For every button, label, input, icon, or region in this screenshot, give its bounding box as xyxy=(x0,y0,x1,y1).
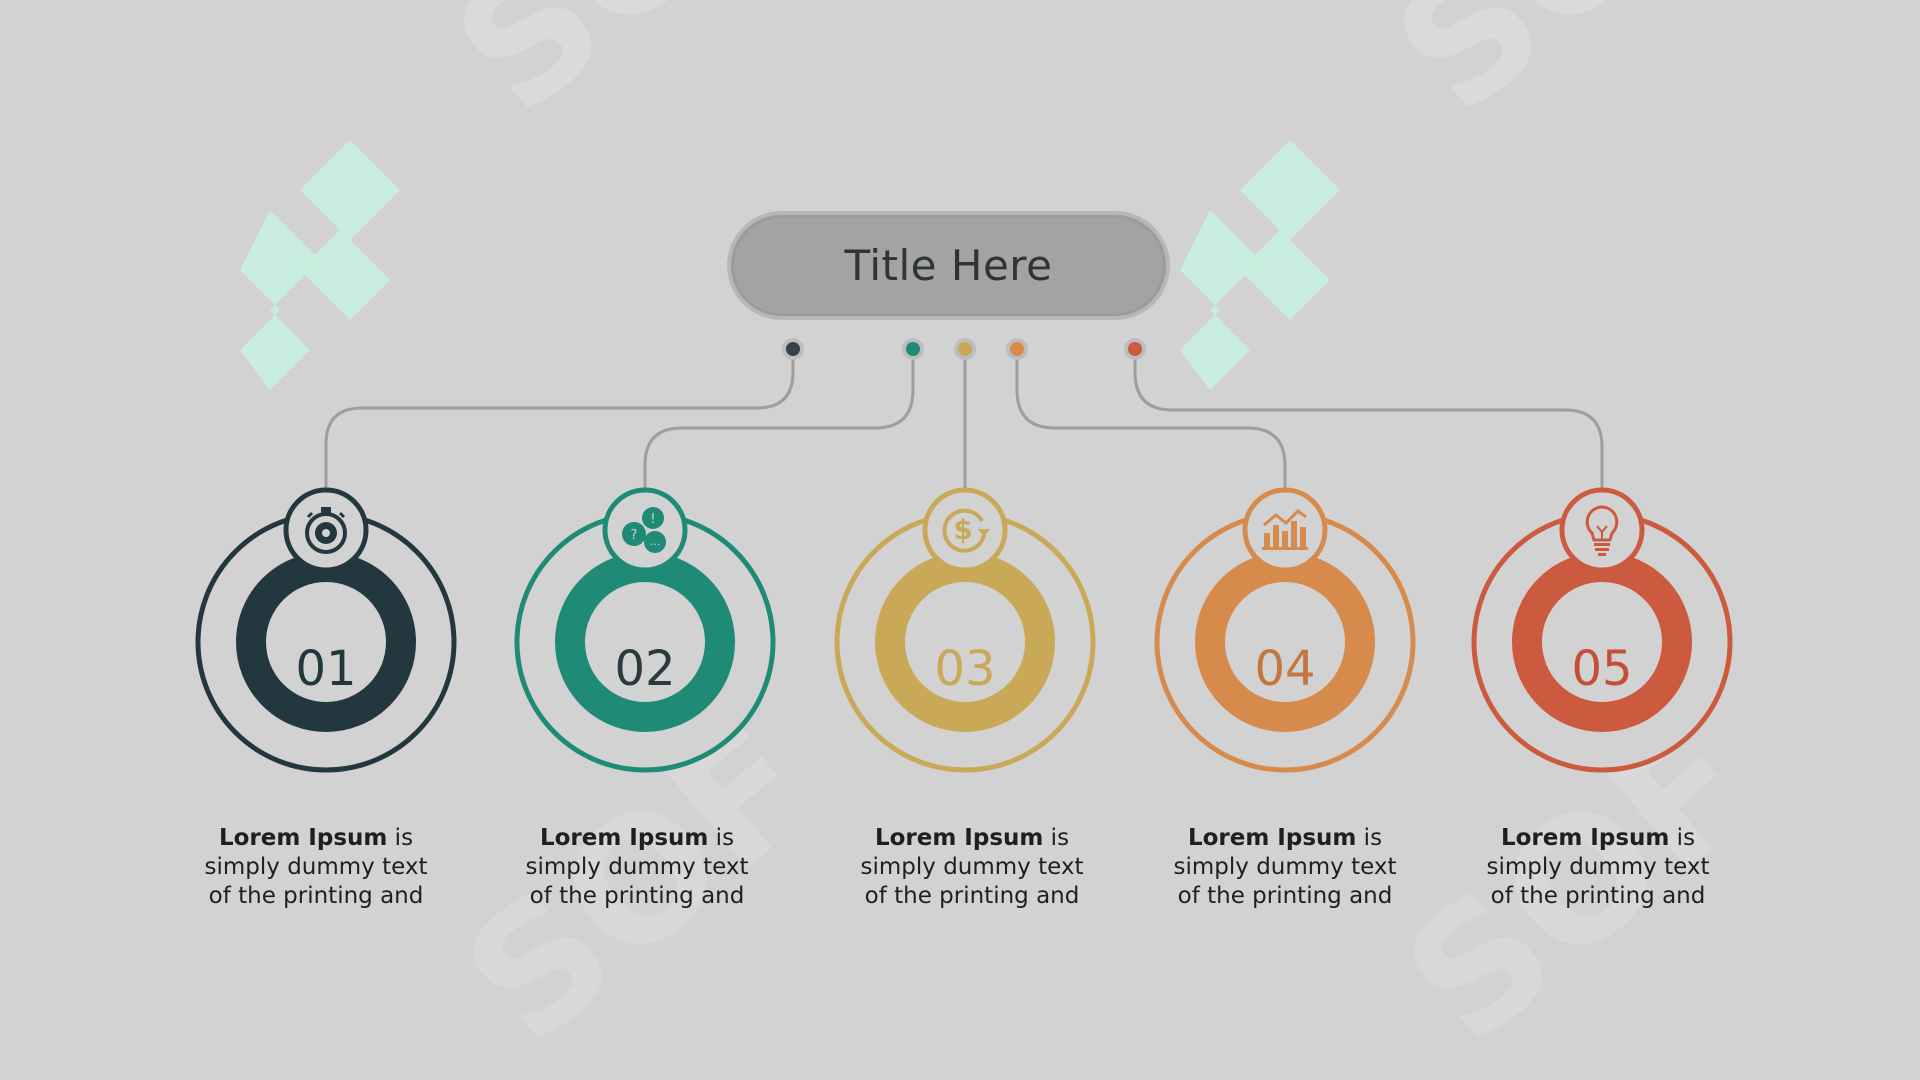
step-05-ring xyxy=(1471,487,1733,773)
step-02-caption-bold: Lorem Ipsum xyxy=(539,825,709,851)
step-02-caption: Lorem Ipsum is simply dummy text of the … xyxy=(512,824,762,911)
connector-dot-1 xyxy=(782,338,804,360)
step-05-caption-text: is simply dummy text of the printing and xyxy=(1486,825,1710,909)
step-01-caption: Lorem Ipsum is simply dummy text of the … xyxy=(191,824,441,911)
step-05-number: 05 xyxy=(1571,641,1633,697)
step-02-number: 02 xyxy=(614,641,676,697)
lightbulb-icon xyxy=(1585,505,1619,556)
step-03-caption-bold: Lorem Ipsum xyxy=(874,825,1044,851)
title-pill: Title Here xyxy=(727,211,1170,320)
step-03: $ 03 xyxy=(834,487,1096,787)
connector-dot-3 xyxy=(954,338,976,360)
step-04-ring xyxy=(1154,487,1416,773)
step-05: 05 xyxy=(1471,487,1733,787)
step-02-ring xyxy=(514,487,776,773)
step-02: ! ? … 02 xyxy=(514,487,776,787)
step-03-number: 03 xyxy=(934,641,996,697)
step-05-caption-bold: Lorem Ipsum xyxy=(1500,825,1670,851)
step-03-caption: Lorem Ipsum is simply dummy text of the … xyxy=(847,824,1097,911)
step-01-number: 01 xyxy=(295,641,357,697)
step-03-caption-text: is simply dummy text of the printing and xyxy=(860,825,1084,909)
dollar-cycle-icon: $ xyxy=(942,508,990,553)
step-04-caption-bold: Lorem Ipsum xyxy=(1187,825,1357,851)
step-04-number: 04 xyxy=(1254,641,1316,697)
connector-dot-5 xyxy=(1124,338,1146,360)
svg-text:!: ! xyxy=(650,512,655,527)
svg-text:…: … xyxy=(650,535,661,548)
step-03-ring xyxy=(834,487,1096,773)
step-01-caption-bold: Lorem Ipsum xyxy=(218,825,388,851)
connector-dot-2 xyxy=(902,338,924,360)
step-01-caption-text: is simply dummy text of the printing and xyxy=(204,825,428,909)
stopwatch-gear-icon xyxy=(305,507,347,554)
step-04-caption: Lorem Ipsum is simply dummy text of the … xyxy=(1160,824,1410,911)
bar-chart-icon xyxy=(1262,509,1308,550)
svg-text:?: ? xyxy=(631,528,638,543)
chat-bubbles-icon: ! ? … xyxy=(622,507,666,553)
step-01-ring xyxy=(195,487,457,773)
step-01: 01 xyxy=(195,487,457,787)
step-04: 04 xyxy=(1154,487,1416,787)
step-02-caption-text: is simply dummy text of the printing and xyxy=(525,825,749,909)
step-04-caption-text: is simply dummy text of the printing and xyxy=(1173,825,1397,909)
title-text: Title Here xyxy=(844,241,1053,290)
step-05-caption: Lorem Ipsum is simply dummy text of the … xyxy=(1473,824,1723,911)
connector-dot-4 xyxy=(1006,338,1028,360)
svg-text:$: $ xyxy=(953,513,972,546)
